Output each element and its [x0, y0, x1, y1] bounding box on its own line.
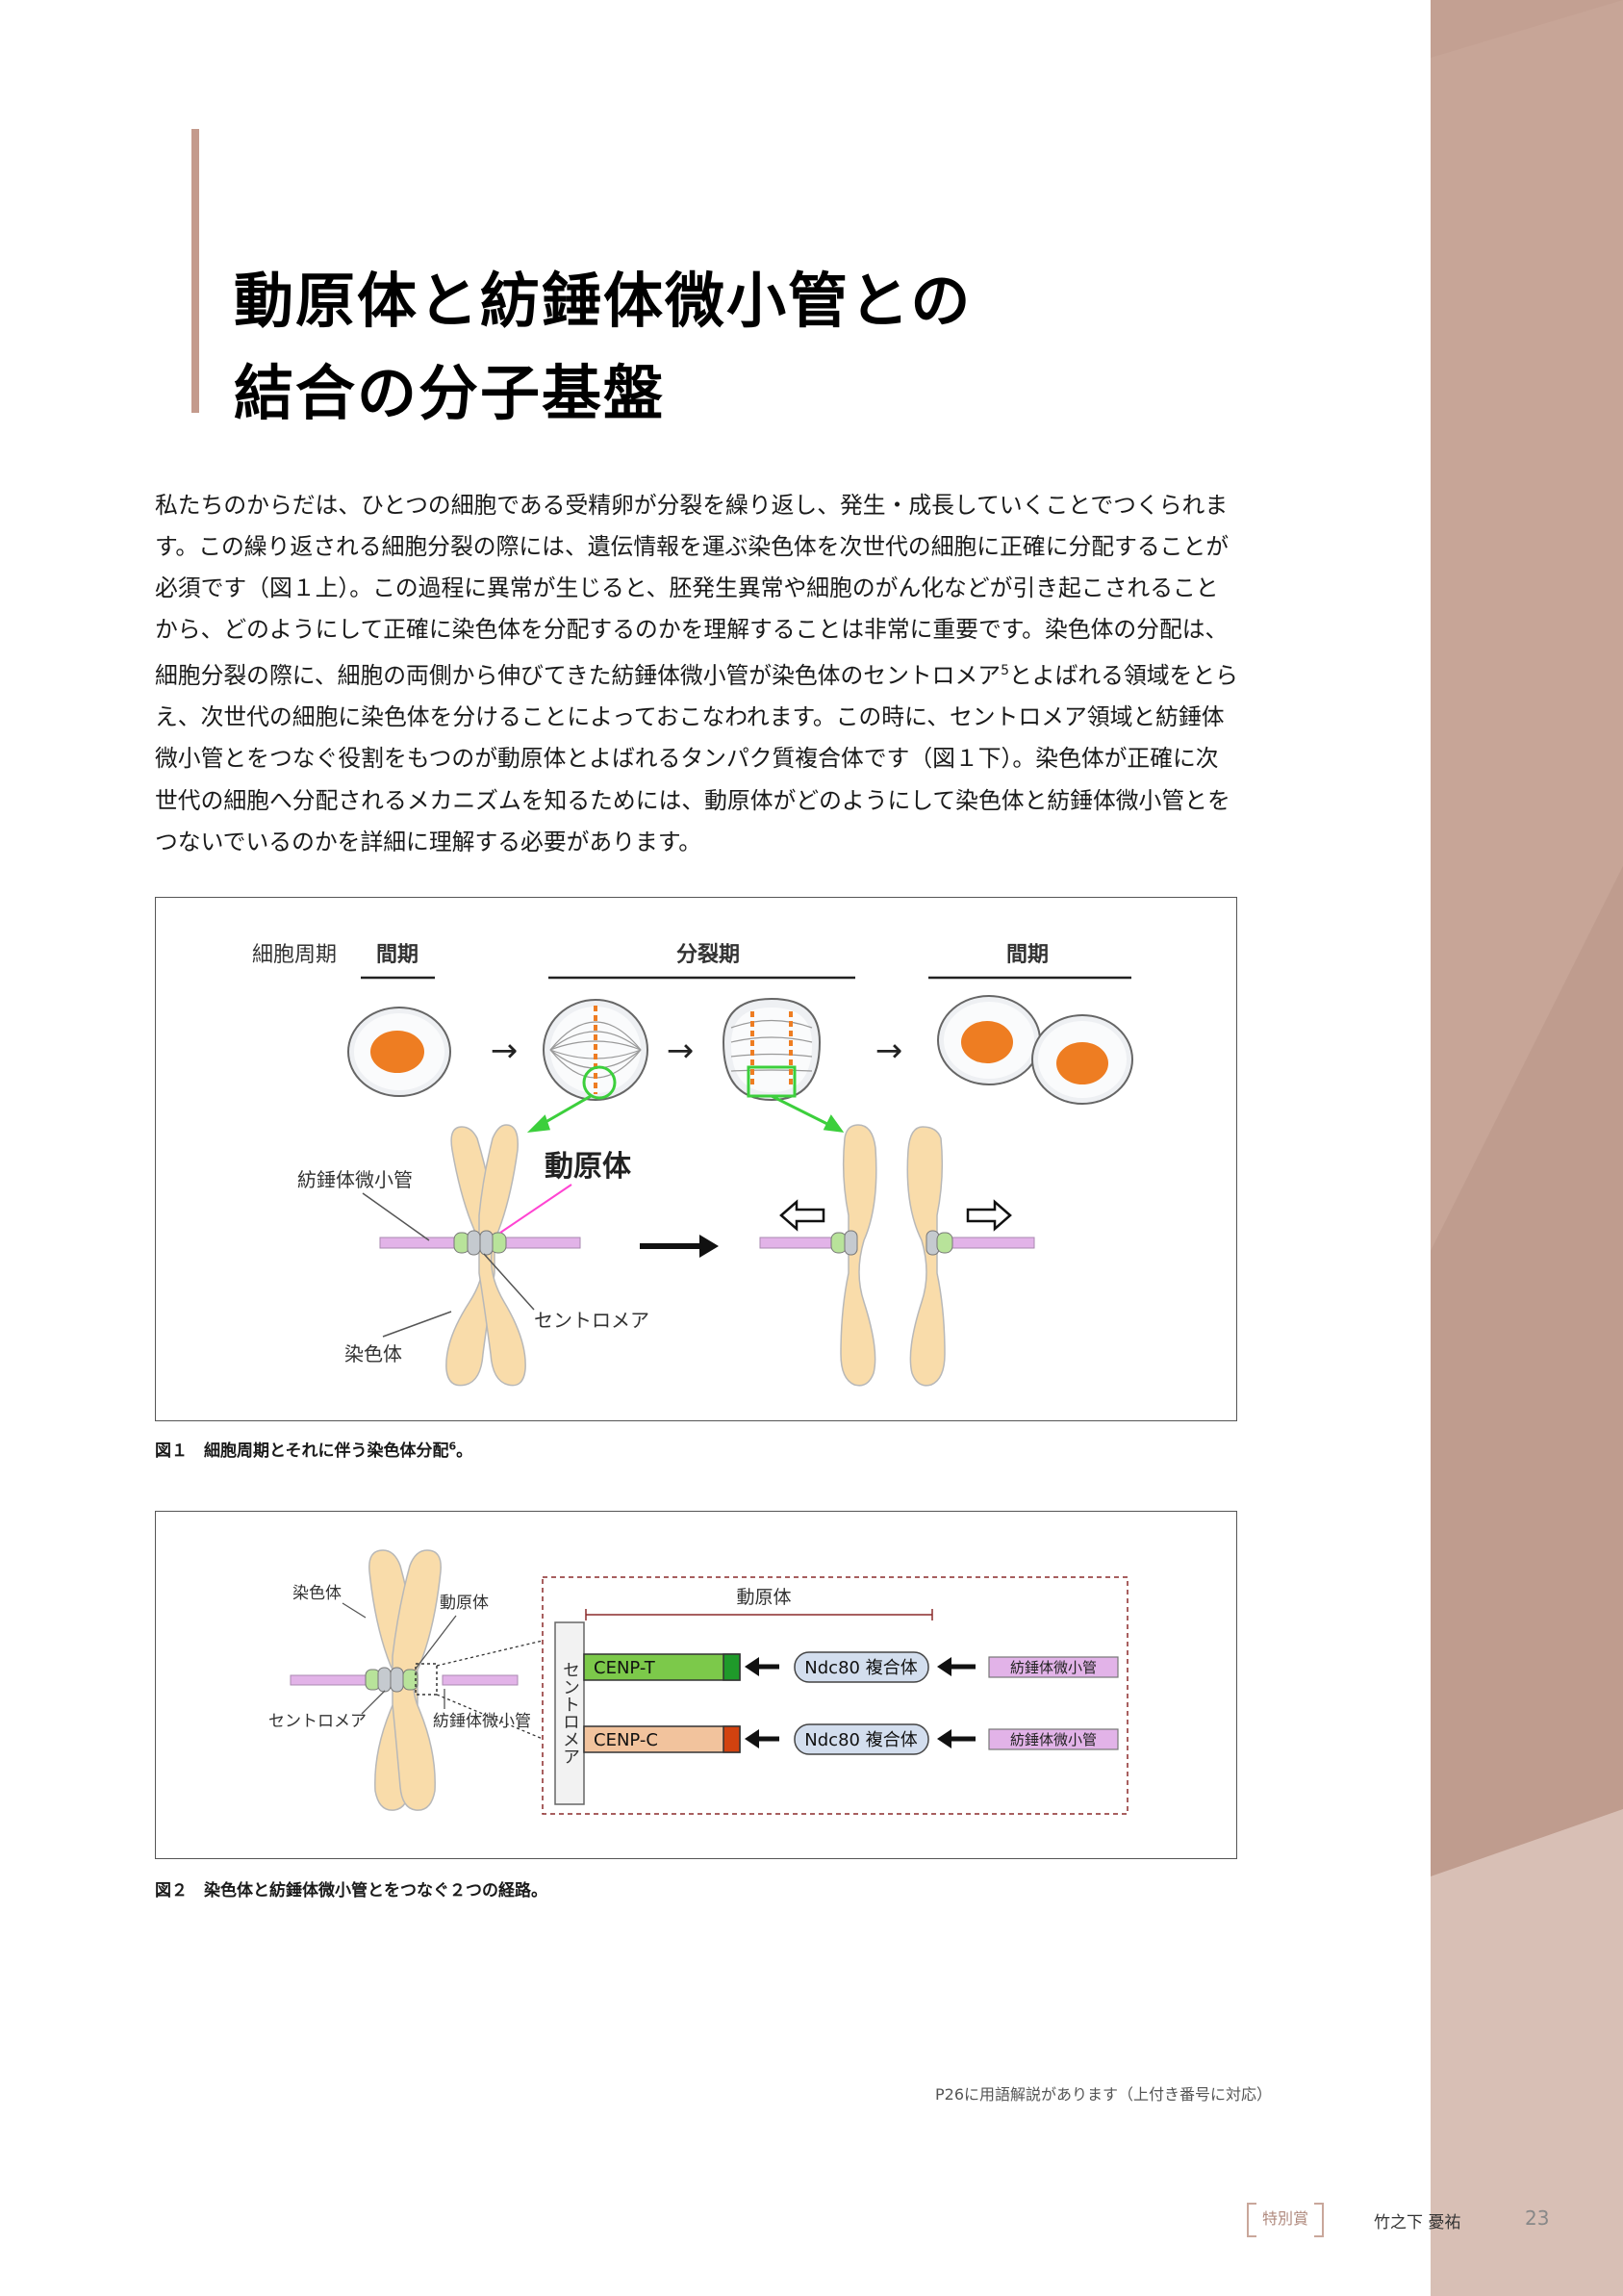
interphase-label-2: 間期 [1006, 943, 1049, 967]
microtubule-small-left [290, 1674, 367, 1686]
body-text-part-2: とよばれる領域をとらえ、次世代の細胞に染色体を分けることによっておこなわれます。… [155, 662, 1238, 855]
kinetochore-detail-frame [542, 1576, 1128, 1815]
footnote-ref-5: 5 [1001, 663, 1009, 679]
body-paragraph: 私たちのからだは、ひとつの細胞である受精卵が分裂を繰り返し、発生・成長していくこ… [155, 485, 1240, 863]
award-badge: 特別賞 [1247, 2203, 1324, 2237]
zoom-marker [415, 1663, 438, 1696]
separated-chromatid-right [906, 1126, 946, 1387]
microtubule-left [379, 1237, 456, 1249]
interphase-label-1: 間期 [376, 943, 418, 967]
centromere-box [554, 1621, 585, 1805]
glossary-note: P26に用語解説があります（上付き番号に対応） [935, 2085, 1273, 2104]
ndc80-pill-1 [794, 1651, 929, 1683]
leader-chromosome [382, 1311, 452, 1338]
label-kinetochore-range: 動原体 [736, 1587, 791, 1608]
title-line-1: 動原体と紡錘体微小管との [234, 266, 973, 336]
arrow-ndc80-2 [937, 1729, 976, 1748]
decorative-side-band [1431, 0, 1623, 2296]
caption-1-end: 。 [456, 1441, 473, 1461]
ndc80-label-2: Ndc80 複合体 [804, 1730, 917, 1750]
mitosis-label: 分裂期 [676, 943, 740, 967]
daughter-cell-1 [937, 995, 1041, 1085]
arrow-2: → [667, 1032, 695, 1070]
label-chromosome-2: 染色体 [292, 1584, 342, 1603]
centromere-left [844, 1230, 858, 1256]
microtubule-box-label-2: 紡錘体微小管 [1010, 1731, 1097, 1748]
cenp-c-bar [583, 1725, 741, 1753]
cenp-c-binding-site [723, 1725, 741, 1753]
anaphase-cell [722, 997, 822, 1102]
microtubule-small-right [442, 1674, 519, 1686]
figure-1-diagram: 細胞周期 間期 分裂期 間期 → → [252, 943, 1133, 1387]
metaphase-chromosome [445, 1124, 526, 1387]
arrow-ndc80-1 [937, 1657, 976, 1676]
microtubule-box-1 [988, 1656, 1119, 1678]
label-centromere: セントロメア [534, 1309, 649, 1332]
nucleus [1056, 1042, 1108, 1084]
metaphase-cell [543, 999, 648, 1101]
title-line-2: 結合の分子基盤 [234, 358, 666, 428]
cell-cycle-label: 細胞周期 [252, 943, 337, 967]
caption-2-text: 染色体と紡錘体微小管とをつなぐ２つの経路。 [204, 1881, 547, 1901]
body-text-part-1: 私たちのからだは、ひとつの細胞である受精卵が分裂を繰り返し、発生・成長していくこ… [155, 492, 1230, 690]
leader-microtubule [362, 1192, 430, 1241]
arrow-cenp-t [745, 1657, 779, 1676]
kinetochore-small-right [402, 1669, 418, 1691]
footnote-ref-6: 6 [448, 1440, 457, 1453]
nucleus [370, 1031, 424, 1073]
ndc80-pill-2 [794, 1723, 929, 1755]
title-accent-bar [191, 129, 199, 413]
arrow-1: → [491, 1032, 519, 1070]
kinetochore-pair [453, 1230, 507, 1256]
leader-centromere-2 [361, 1690, 386, 1715]
page-number: 23 [1525, 2207, 1550, 2230]
microtubule-box-label-1: 紡錘体微小管 [1010, 1659, 1097, 1676]
zoom-line-top [436, 1640, 544, 1667]
figure-2-caption: 図２ 染色体と紡錘体微小管とをつなぐ２つの経路。 [155, 1876, 547, 1901]
figure-1: 細胞周期 間期 分裂期 間期 → → [155, 897, 1237, 1421]
label-microtubule-2: 紡錘体微小管 [433, 1712, 531, 1731]
centromere-box-label: セントロメア [560, 1661, 580, 1765]
arrow-3: → [875, 1032, 903, 1070]
interphase-cell [347, 1007, 451, 1097]
author-name: 竹之下 憂祐 [1374, 2213, 1461, 2232]
label-kinetochore-2: 動原体 [440, 1594, 489, 1613]
label-microtubule: 紡錘体微小管 [297, 1168, 413, 1191]
zoom-arrows [526, 1094, 845, 1133]
leader-kinetochore-2 [415, 1615, 457, 1670]
caption-1-prefix: 図１ [155, 1441, 188, 1461]
centromere-small-left [377, 1667, 392, 1693]
kinetochore-right [936, 1232, 953, 1254]
cenp-t-bar [583, 1653, 741, 1681]
microtubule-box-2 [988, 1728, 1119, 1750]
separation-arrow [640, 1235, 719, 1258]
caption-1-text: 細胞周期とそれに伴う染色体分配 [204, 1441, 449, 1461]
chromosome-small [368, 1549, 442, 1811]
page-title: 動原体と紡錘体微小管との 結合の分子基盤 [234, 255, 972, 440]
leader-chromosome-2 [342, 1602, 367, 1619]
highlight-circle [582, 1065, 617, 1100]
leader-kinetochore [499, 1184, 572, 1234]
figure-2: 染色体 動原体 セントロメア 紡錘体微小管 動原体 セントロメア CENP-T … [155, 1511, 1237, 1859]
label-centromere-2: セントロメア [268, 1712, 367, 1731]
direction-arrows [779, 1199, 1012, 1232]
separated-chromatid-left [840, 1124, 877, 1387]
label-kinetochore: 動原体 [545, 1150, 632, 1184]
cenp-c-label: CENP-C [594, 1730, 658, 1750]
nucleus [961, 1021, 1013, 1063]
ndc80-label-1: Ndc80 複合体 [804, 1658, 917, 1678]
daughter-cell-2 [1031, 1014, 1133, 1105]
cenp-t-label: CENP-T [594, 1658, 656, 1678]
leader-centromere [483, 1253, 535, 1311]
caption-2-prefix: 図２ [155, 1881, 188, 1901]
label-chromosome: 染色体 [344, 1342, 402, 1365]
microtubule-right [504, 1237, 581, 1249]
centromere-small-right [390, 1667, 404, 1693]
figure-1-caption: 図１ 細胞周期とそれに伴う染色体分配6。 [155, 1437, 472, 1461]
zoom-line-bottom [436, 1694, 544, 1740]
cenp-t-binding-site [723, 1653, 741, 1681]
arrow-cenp-c [745, 1729, 779, 1748]
figure-2-diagram: 染色体 動原体 セントロメア 紡錘体微小管 動原体 セントロメア CENP-T … [268, 1549, 1128, 1815]
